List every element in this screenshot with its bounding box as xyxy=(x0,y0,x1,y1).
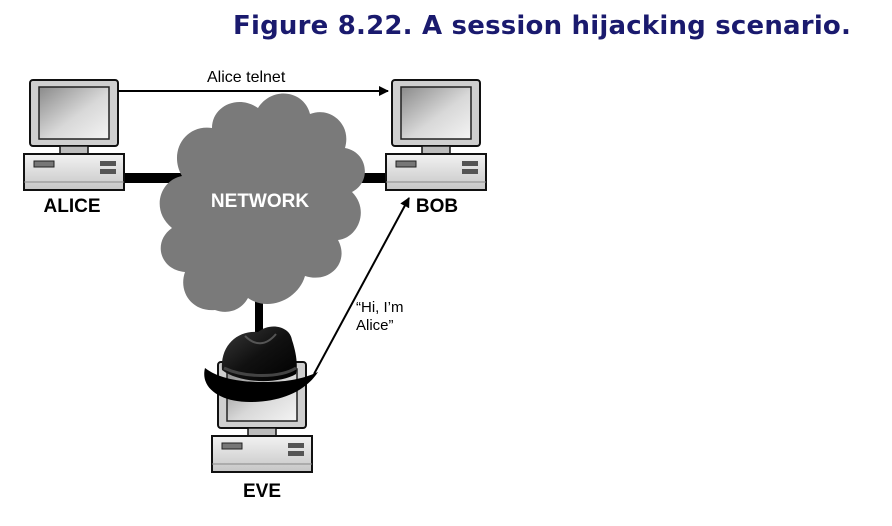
eve-network-cable xyxy=(255,290,263,362)
bob-label: BOB xyxy=(416,196,458,217)
alice-telnet-label: Alice telnet xyxy=(207,69,286,86)
black-hat-icon xyxy=(204,326,318,402)
bob-computer xyxy=(385,79,487,191)
eve-message-line1: “Hi, I’m xyxy=(356,299,404,316)
eve-to-bob-arrow xyxy=(313,197,410,375)
alice-label: ALICE xyxy=(44,196,101,217)
alice-computer xyxy=(23,79,125,191)
eve-label: EVE xyxy=(243,481,281,502)
network-cloud xyxy=(159,93,365,312)
figure-title: Figure 8.22. A session hijacking scenari… xyxy=(233,11,852,41)
eve-message-line2: Alice” xyxy=(356,317,394,334)
network-label: NETWORK xyxy=(211,191,309,212)
